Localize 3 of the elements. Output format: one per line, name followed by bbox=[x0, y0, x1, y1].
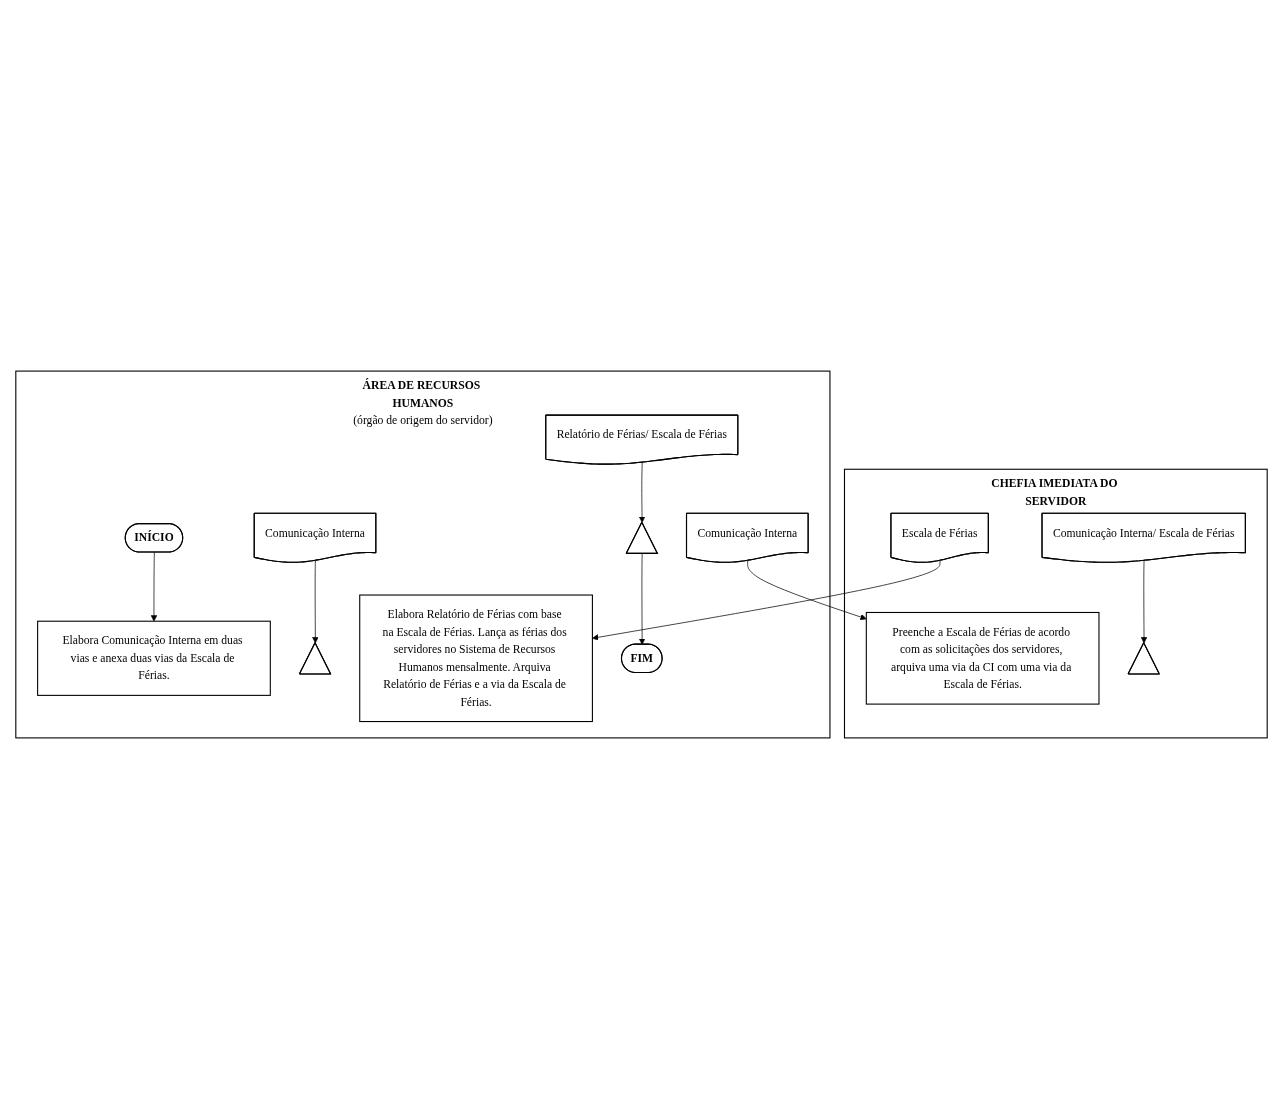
node-box: Preenche a Escala de Férias de acordo com as solicitações dos servidores, arquiva uma via da CI com uma via da Escala de Férias. bbox=[865, 611, 1100, 705]
node-box: Elabora Comunicação Interna em duas vias e anexa duas vias da Escala de Férias. bbox=[37, 620, 271, 696]
node-box: Elabora Relatório de Férias com base na Escala de Férias. Lança as férias dos servidores no Sistema de Recursos Humanos mensalmente. Arquiva Relatório de Férias e a via da Escala de Férias. bbox=[359, 594, 593, 723]
